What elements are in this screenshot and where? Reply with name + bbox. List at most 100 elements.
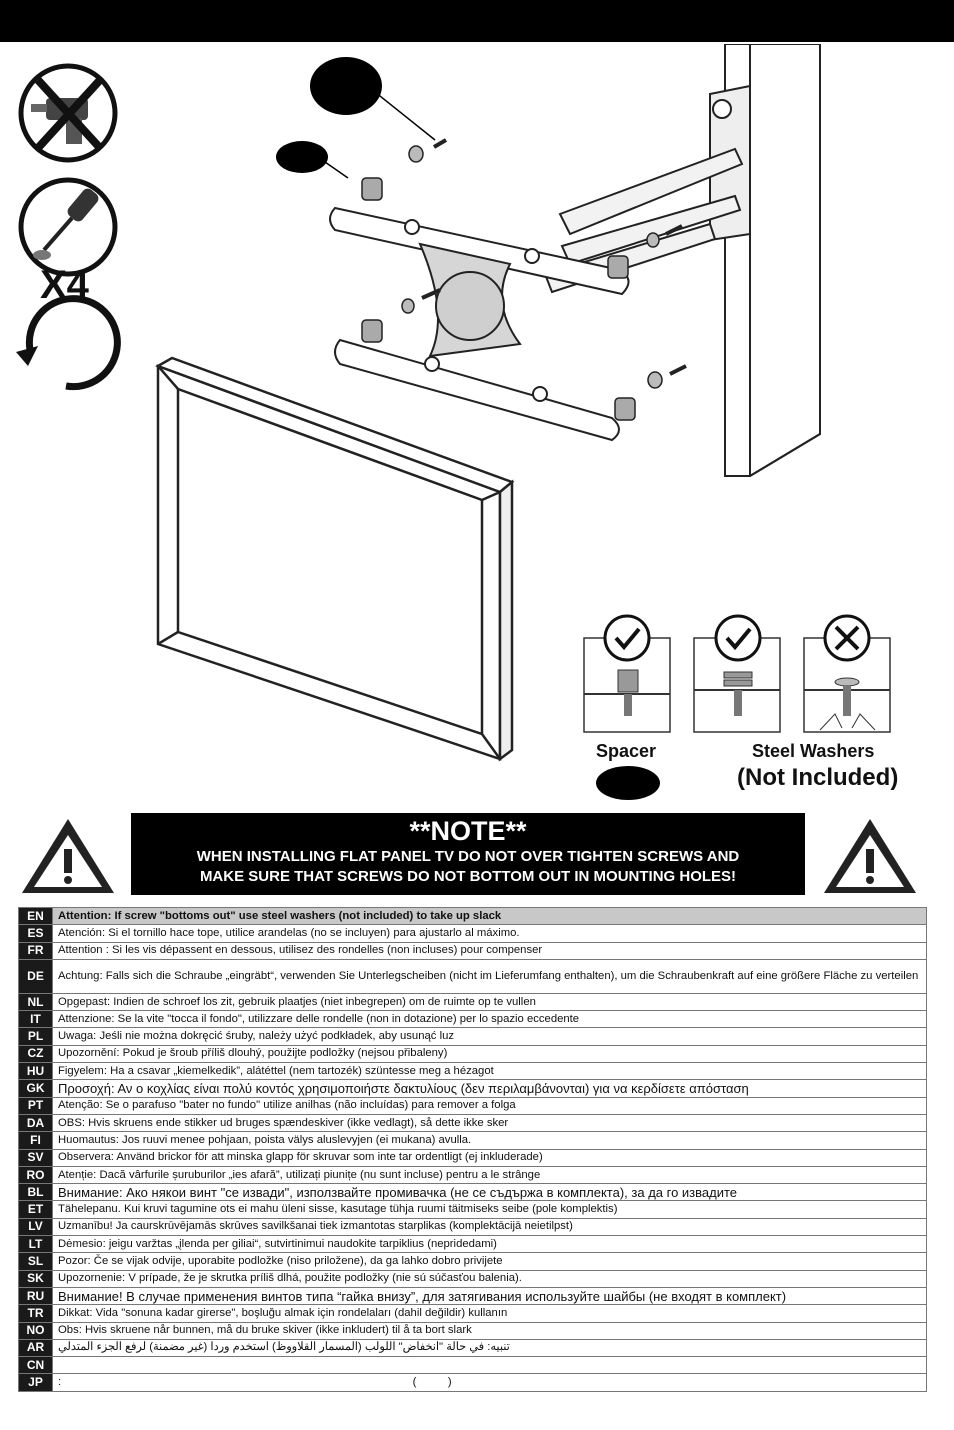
callout-oval-small (276, 141, 328, 173)
translation-text: Achtung: Falls sich die Schraube „eingrä… (52, 958, 927, 994)
language-code: SK (18, 1269, 53, 1288)
center-adapter-plate (418, 242, 522, 358)
cross-icon (803, 614, 891, 733)
screwdriver-icon (18, 177, 118, 277)
callout-oval-large (310, 57, 382, 115)
note-title: **NOTE** (409, 816, 527, 846)
translation-text: Attention : Si les vis dépassent en dess… (52, 941, 927, 960)
note-line-2: MAKE SURE THAT SCREWS DO NOT BOTTOM OUT … (199, 868, 737, 885)
language-code: ES (18, 924, 53, 943)
translation-text (52, 1356, 927, 1375)
translation-text: Obs: Hvis skruene når bunnen, må du bruk… (52, 1321, 927, 1340)
header-band (0, 0, 954, 42)
no-power-drill-icon (18, 63, 118, 163)
language-code: LV (18, 1217, 53, 1237)
translation-text: Observera: Använd brickor för att minska… (52, 1148, 927, 1167)
language-code: AR (18, 1338, 53, 1358)
translation-text: Figyelem: Ha a csavar „kiemelkedik”, alá… (52, 1062, 927, 1081)
language-code: SV (18, 1148, 53, 1167)
language-code: LT (18, 1235, 53, 1254)
translation-text: Dėmesio: jeigu varžtas „įlenda per gilia… (52, 1235, 927, 1254)
translation-row: JP: ( ) (18, 1373, 927, 1392)
translation-text: Προσοχή: Αν ο κοχλίας είναι πολύ κοντός … (52, 1079, 927, 1098)
language-code: HU (18, 1062, 53, 1081)
language-code: SL (18, 1252, 53, 1271)
translation-text: Atenção: Se o parafuso "bater no fundo" … (52, 1096, 927, 1115)
language-code: BL (18, 1183, 53, 1202)
translation-row: CN (18, 1356, 927, 1375)
language-code: JP (18, 1373, 53, 1392)
check-icon (583, 614, 671, 733)
language-code: PT (18, 1096, 53, 1115)
translation-text: Opgepast: Indien de schroef los zit, geb… (52, 992, 927, 1012)
language-code: FR (18, 941, 53, 960)
warning-icon (22, 819, 114, 893)
language-code: DA (18, 1113, 53, 1133)
language-code: NO (18, 1321, 53, 1340)
translation-text: Atenție: Dacă vârfurile șuruburilor „ies… (52, 1165, 927, 1185)
language-code: PL (18, 1027, 53, 1046)
translation-text: Внимание: Ако някои винт "се извади", из… (52, 1183, 927, 1202)
translation-text: OBS: Hvis skruens ende stikker ud bruges… (52, 1113, 927, 1133)
language-code: ET (18, 1200, 53, 1219)
not-included-label: (Not Included) (737, 764, 899, 791)
language-code: CN (18, 1356, 53, 1375)
washer-detail-panels (583, 614, 891, 733)
language-code: RO (18, 1165, 53, 1185)
note-line-1: WHEN INSTALLING FLAT PANEL TV DO NOT OVE… (196, 848, 740, 865)
language-code: IT (18, 1010, 53, 1029)
tv-panel (155, 356, 515, 762)
step-icons (16, 63, 121, 391)
translation-text: Upozornění: Pokud je šroub příliš dlouhý… (52, 1044, 927, 1064)
translation-text: Pozor: Če se vijak odvije, uporabite pod… (52, 1252, 927, 1271)
language-code: NL (18, 992, 53, 1012)
translation-text: تنبيه: في حالة "انخفاض" اللولب (المسمار … (52, 1338, 927, 1358)
translation-text: Dikkat: Vida "sonuna kadar girerse", boş… (52, 1304, 927, 1323)
translation-text: Upozornenie: V prípade, že je skrutka pr… (52, 1269, 927, 1288)
language-code: GK (18, 1079, 53, 1098)
repeat-icon (16, 295, 121, 391)
spacer-callout-oval (596, 766, 660, 800)
language-code: RU (18, 1286, 53, 1306)
hardware-parts (361, 138, 687, 421)
check-icon (693, 614, 781, 733)
lower-vesa-rail (334, 338, 620, 442)
repeat-count-badge: X4 (40, 263, 89, 307)
spacer-label: Spacer (596, 741, 657, 761)
translation-text: Atención: Si el tornillo hace tope, util… (52, 924, 927, 943)
translation-text: Внимание! В случае применения винтов тип… (52, 1286, 927, 1306)
language-code: CZ (18, 1044, 53, 1064)
warning-icon (824, 819, 916, 893)
mount-assembly-diagram (155, 44, 821, 762)
note-banner: **NOTE** WHEN INSTALLING FLAT PANEL TV D… (131, 813, 805, 895)
translation-text: Uwaga: Jeśli nie można dokręcić śruby, n… (52, 1027, 927, 1046)
language-code: DE (18, 958, 53, 994)
steel-washers-label: Steel Washers (752, 741, 875, 761)
translation-text: Huomautus: Jos ruuvi menee pohjaan, pois… (52, 1131, 927, 1150)
language-code: TR (18, 1304, 53, 1323)
translation-text: Attenzione: Se la vite "tocca il fondo",… (52, 1010, 927, 1029)
